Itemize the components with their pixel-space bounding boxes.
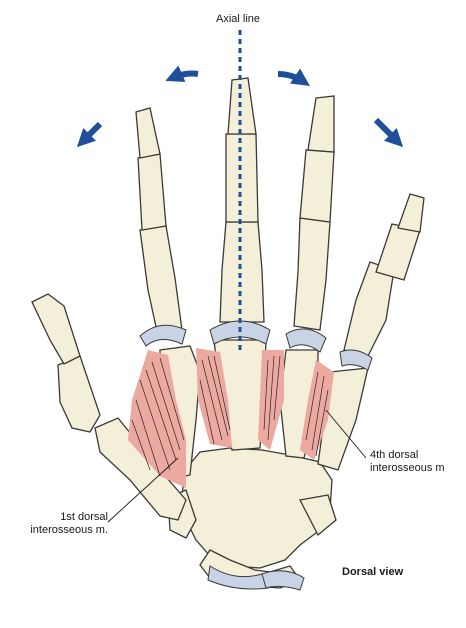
carpal-bones — [181, 447, 333, 569]
leader-line-fourth-dorsal — [325, 409, 367, 459]
leader-line-first-dorsal — [107, 457, 179, 523]
first-dorsal-label-line1: 1st dorsal — [60, 511, 108, 523]
fourth-dorsal-label-line1: 4th dorsal — [370, 449, 419, 461]
muscle-fibers — [131, 355, 329, 477]
fourth-dorsal-interosseous-muscle — [300, 360, 334, 460]
axial-line-label: Axial line — [216, 13, 261, 25]
view-label: Dorsal view — [342, 566, 404, 578]
arrow-icon — [165, 65, 199, 83]
fourth-dorsal-interosseous-label: 4th dorsal interosseous m — [370, 449, 445, 475]
first-dorsal-label-line2: interosseous m. — [30, 524, 108, 536]
arrow-icon — [373, 117, 404, 148]
first-dorsal-interosseous-muscle — [128, 350, 186, 488]
fourth-dorsal-label-line2: interosseous m — [370, 462, 445, 474]
arrow-icon — [277, 68, 310, 86]
first-dorsal-interosseous-label: 1st dorsal interosseous m. — [20, 511, 108, 537]
arrow-icon — [76, 121, 103, 148]
cartilage-cap — [139, 324, 187, 347]
